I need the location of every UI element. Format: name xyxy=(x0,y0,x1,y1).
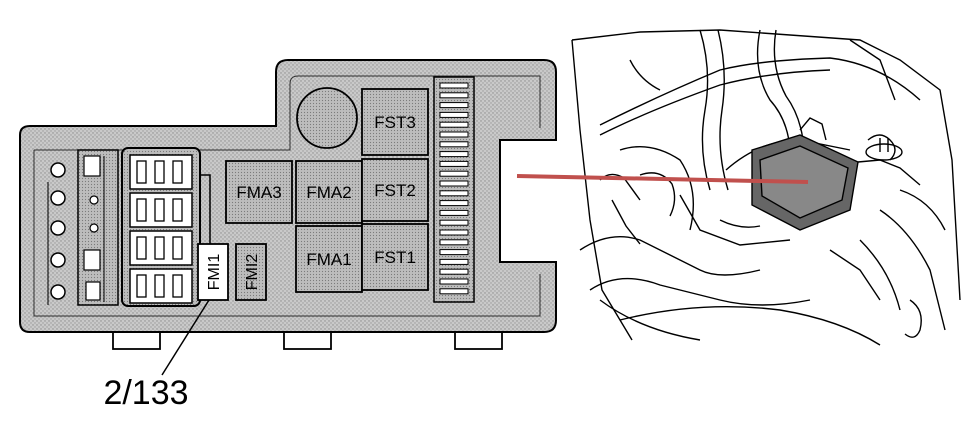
comb-tooth xyxy=(439,239,469,246)
fuse-fma1-label: FMA1 xyxy=(306,250,351,269)
comb-tooth xyxy=(439,92,469,99)
fuse-fma3-label: FMA3 xyxy=(236,183,281,202)
socket-strip xyxy=(77,149,119,306)
engine-bay-drawing xyxy=(571,29,961,346)
comb-tooth xyxy=(439,121,469,128)
comb-tooth xyxy=(439,151,469,158)
fuse-fst2-label: FST2 xyxy=(374,181,416,200)
fuse-fmi1-label: FMI1 xyxy=(206,254,223,291)
callout-leader xyxy=(161,299,210,376)
comb-tooth xyxy=(439,170,469,177)
fuse-fst3: FST3 xyxy=(361,88,429,156)
fuse-fst1-label: FST1 xyxy=(374,248,416,267)
location-pointer-line xyxy=(516,174,809,184)
fuse-fma3: FMA3 xyxy=(225,160,293,224)
callout-label: 2/133 xyxy=(103,374,188,412)
fuse-fma2-label: FMA2 xyxy=(306,183,351,202)
comb-tooth xyxy=(439,190,469,197)
round-socket xyxy=(296,87,358,149)
comb-tooth xyxy=(439,102,469,109)
comb-tooth xyxy=(439,268,469,275)
comb-tooth xyxy=(439,229,469,236)
comb-tooth xyxy=(439,219,469,226)
comb-tooth xyxy=(439,249,469,256)
left-connector-column xyxy=(47,162,66,305)
comb-tooth xyxy=(439,141,469,148)
fuse-fma2: FMA2 xyxy=(295,160,363,224)
comb-tooth xyxy=(439,82,469,89)
comb-tooth xyxy=(439,111,469,118)
fuse-fmi1: FMI1 xyxy=(197,243,229,301)
fuse-fma1: FMA1 xyxy=(295,225,363,293)
connector-comb xyxy=(433,76,475,303)
fuse-fst2: FST2 xyxy=(361,158,429,222)
fuse-fmi2: FMI2 xyxy=(235,243,267,301)
comb-tooth xyxy=(439,200,469,207)
comb-tooth xyxy=(439,209,469,216)
fuse-fst1: FST1 xyxy=(361,223,429,291)
comb-tooth xyxy=(439,180,469,187)
comb-tooth xyxy=(439,288,469,295)
fuse-fst3-label: FST3 xyxy=(374,113,416,132)
mini-fuse-block xyxy=(121,147,211,307)
comb-tooth xyxy=(439,278,469,285)
fuse-fmi2-label: FMI2 xyxy=(244,254,261,291)
comb-tooth xyxy=(439,131,469,138)
comb-tooth xyxy=(439,258,469,265)
comb-tooth xyxy=(439,160,469,167)
